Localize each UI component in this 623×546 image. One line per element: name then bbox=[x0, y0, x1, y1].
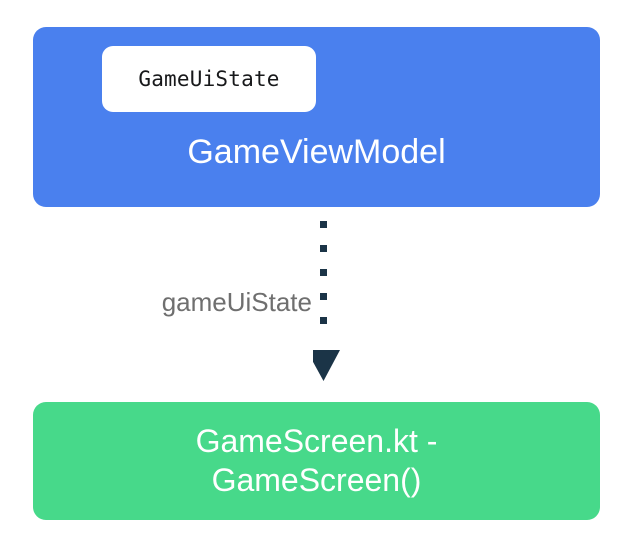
node-game-view-model[interactable]: GameUiState GameViewModel bbox=[33, 27, 600, 207]
node-game-screen-label-line-1: GameScreen.kt - bbox=[195, 422, 438, 459]
edge-label-game-ui-state: gameUiState bbox=[161, 287, 312, 317]
node-game-view-model-label: GameViewModel bbox=[187, 133, 446, 171]
chip-game-ui-state-label: GameUiState bbox=[138, 66, 280, 91]
chip-game-ui-state[interactable]: GameUiState bbox=[102, 46, 316, 112]
node-game-screen[interactable]: GameScreen.kt - GameScreen() bbox=[33, 402, 600, 520]
node-game-screen-label: GameScreen.kt - GameScreen() bbox=[196, 422, 438, 500]
edge-arrow-icon bbox=[313, 221, 340, 381]
node-game-screen-label-line-2: GameScreen() bbox=[211, 462, 422, 498]
edge-connector bbox=[313, 207, 353, 402]
